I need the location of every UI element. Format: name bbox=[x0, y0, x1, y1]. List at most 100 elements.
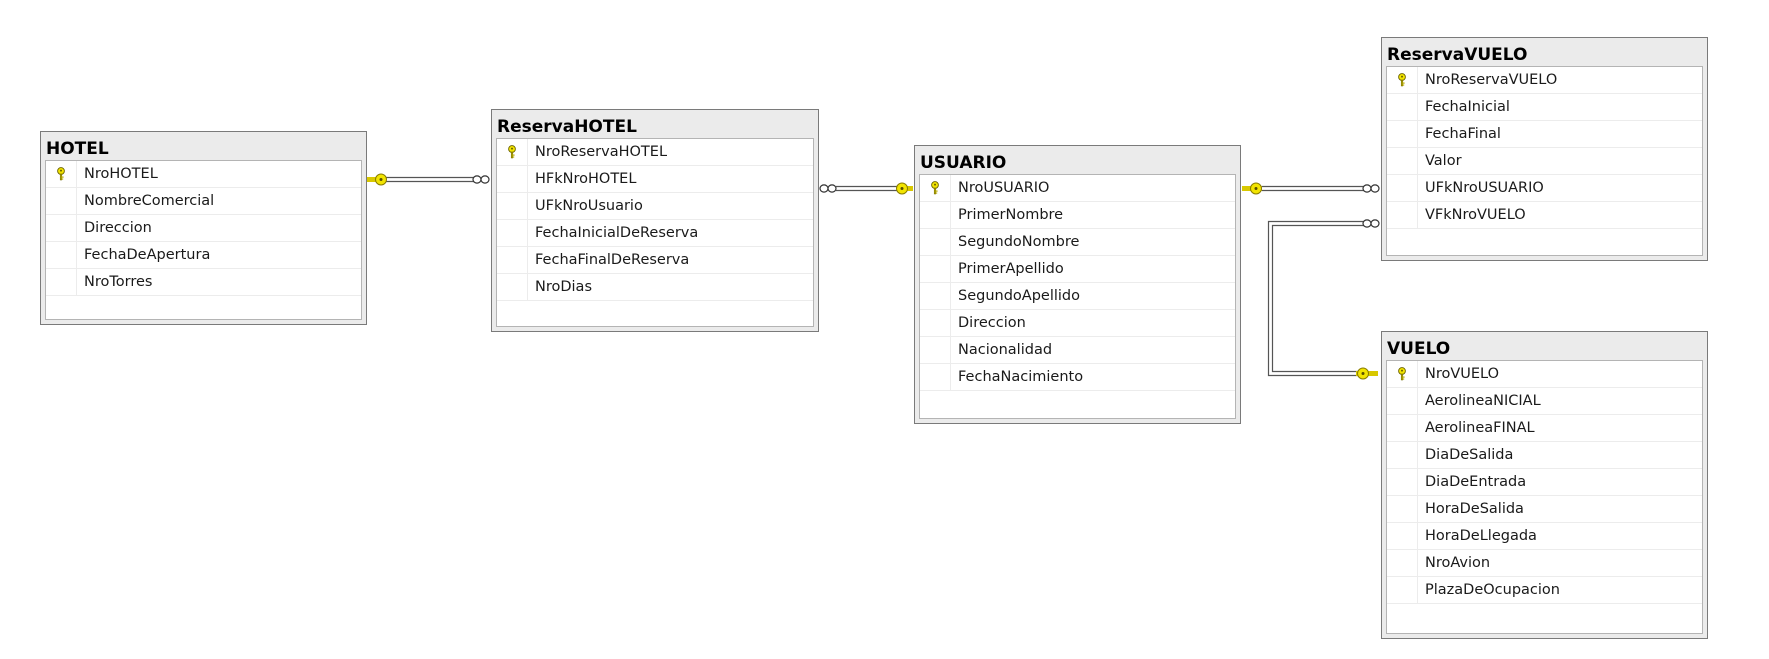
column-row[interactable]: Direccion bbox=[46, 215, 361, 242]
row-selector bbox=[920, 364, 951, 390]
primary-key-icon bbox=[508, 145, 516, 159]
column-row[interactable]: NroReservaHOTEL bbox=[497, 139, 813, 166]
row-selector bbox=[1387, 388, 1418, 414]
infinity-icon bbox=[819, 184, 837, 193]
column-name: UFkNroUsuario bbox=[535, 198, 643, 214]
column-name: HoraDeSalida bbox=[1425, 501, 1524, 517]
column-name: NroVUELO bbox=[1425, 366, 1500, 382]
column-row[interactable]: NroHOTEL bbox=[46, 161, 361, 188]
row-selector bbox=[46, 161, 77, 187]
key-icon bbox=[1242, 182, 1262, 195]
column-row[interactable]: DiaDeEntrada bbox=[1387, 469, 1702, 496]
column-row[interactable]: NroUSUARIO bbox=[920, 175, 1235, 202]
column-name: FechaFinal bbox=[1425, 126, 1501, 142]
column-row[interactable]: NroVUELO bbox=[1387, 361, 1702, 388]
row-selector bbox=[1387, 175, 1418, 201]
row-selector bbox=[920, 283, 951, 309]
column-row[interactable]: Valor bbox=[1387, 148, 1702, 175]
column-row[interactable]: AerolineaFINAL bbox=[1387, 415, 1702, 442]
row-selector bbox=[920, 175, 951, 201]
row-selector bbox=[1387, 496, 1418, 522]
column-row[interactable]: PlazaDeOcupacion bbox=[1387, 577, 1702, 604]
column-name: AerolineaFINAL bbox=[1425, 420, 1535, 436]
column-row[interactable]: Direccion bbox=[920, 310, 1235, 337]
key-icon bbox=[896, 182, 913, 195]
primary-key-icon bbox=[1398, 73, 1406, 87]
column-row[interactable]: HoraDeSalida bbox=[1387, 496, 1702, 523]
column-row[interactable]: UFkNroUSUARIO bbox=[1387, 175, 1702, 202]
column-name: FechaInicial bbox=[1425, 99, 1510, 115]
column-row[interactable]: FechaDeApertura bbox=[46, 242, 361, 269]
column-name: VFkNroVUELO bbox=[1425, 207, 1526, 223]
column-name: NombreComercial bbox=[84, 193, 215, 209]
column-row[interactable]: Nacionalidad bbox=[920, 337, 1235, 364]
row-selector bbox=[920, 202, 951, 228]
row-selector bbox=[46, 242, 77, 268]
primary-key-icon bbox=[931, 181, 939, 195]
column-row[interactable]: NroTorres bbox=[46, 269, 361, 296]
row-selector bbox=[497, 220, 528, 246]
column-row[interactable]: SegundoNombre bbox=[920, 229, 1235, 256]
column-name: NroHOTEL bbox=[84, 166, 158, 182]
column-row[interactable]: FechaInicialDeReserva bbox=[497, 220, 813, 247]
column-row[interactable]: VFkNroVUELO bbox=[1387, 202, 1702, 229]
column-row[interactable]: FechaNacimiento bbox=[920, 364, 1235, 391]
relationship-vuelo-reservavuelo[interactable] bbox=[1267, 219, 1380, 380]
table-title: HOTEL bbox=[46, 139, 109, 159]
column-row[interactable]: AerolineaNICIAL bbox=[1387, 388, 1702, 415]
column-row[interactable]: PrimerNombre bbox=[920, 202, 1235, 229]
relationship-usuario-reservahotel[interactable] bbox=[819, 182, 913, 195]
column-name: FechaFinalDeReserva bbox=[535, 252, 690, 268]
column-name: NroUSUARIO bbox=[958, 180, 1050, 196]
infinity-icon bbox=[1362, 219, 1380, 228]
key-icon bbox=[1356, 367, 1378, 380]
row-selector bbox=[1387, 361, 1418, 387]
row-selector bbox=[1387, 469, 1418, 495]
column-name: Nacionalidad bbox=[958, 342, 1053, 358]
column-row[interactable]: FechaFinal bbox=[1387, 121, 1702, 148]
column-row[interactable]: NroAvion bbox=[1387, 550, 1702, 577]
column-name: FechaNacimiento bbox=[958, 369, 1084, 385]
column-row[interactable]: HoraDeLlegada bbox=[1387, 523, 1702, 550]
column-name: HoraDeLlegada bbox=[1425, 528, 1537, 544]
column-row[interactable]: NroDias bbox=[497, 274, 813, 301]
row-selector bbox=[1387, 523, 1418, 549]
row-selector bbox=[497, 193, 528, 219]
row-selector bbox=[497, 166, 528, 192]
row-selector bbox=[46, 215, 77, 241]
primary-key-icon bbox=[57, 167, 65, 181]
relationship-hotel-reservahotel[interactable] bbox=[366, 173, 490, 186]
column-name: NroAvion bbox=[1425, 555, 1491, 571]
column-row[interactable]: PrimerApellido bbox=[920, 256, 1235, 283]
row-selector bbox=[1387, 442, 1418, 468]
row-selector bbox=[497, 247, 528, 273]
row-selector bbox=[1387, 121, 1418, 147]
column-row[interactable]: UFkNroUsuario bbox=[497, 193, 813, 220]
column-row[interactable]: FechaInicial bbox=[1387, 94, 1702, 121]
row-selector bbox=[1387, 415, 1418, 441]
column-row[interactable]: FechaFinalDeReserva bbox=[497, 247, 813, 274]
column-row[interactable]: DiaDeSalida bbox=[1387, 442, 1702, 469]
column-row[interactable]: NombreComercial bbox=[46, 188, 361, 215]
relationship-usuario-reservavuelo[interactable] bbox=[1242, 182, 1380, 195]
column-row[interactable]: NroReservaVUELO bbox=[1387, 67, 1702, 94]
column-row[interactable]: HFkNroHOTEL bbox=[497, 166, 813, 193]
row-selector bbox=[1387, 550, 1418, 576]
column-name: Valor bbox=[1425, 153, 1462, 169]
column-name: DiaDeEntrada bbox=[1425, 474, 1527, 490]
table-title: USUARIO bbox=[920, 153, 1007, 173]
row-selector bbox=[920, 256, 951, 282]
column-name: NroReservaHOTEL bbox=[535, 144, 668, 160]
column-row[interactable]: SegundoApellido bbox=[920, 283, 1235, 310]
column-name: FechaInicialDeReserva bbox=[535, 225, 699, 241]
column-name: NroReservaVUELO bbox=[1425, 72, 1558, 88]
